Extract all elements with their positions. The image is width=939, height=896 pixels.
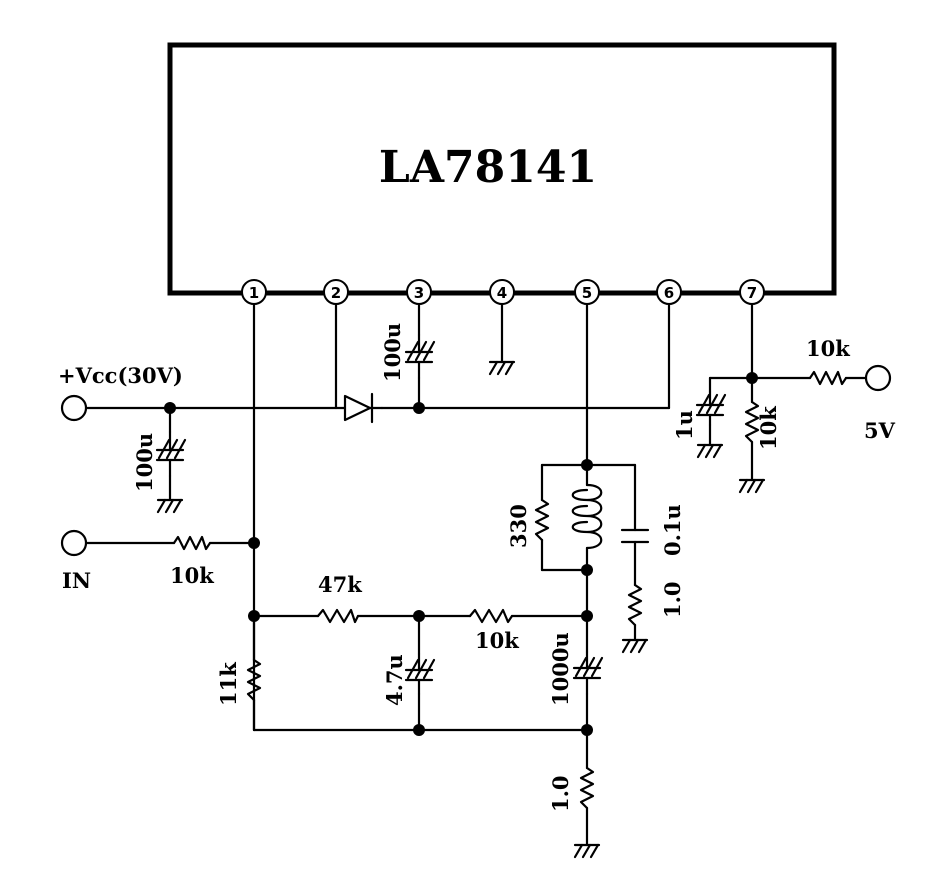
pin-4: 4 xyxy=(489,279,515,305)
label-out: 5V xyxy=(864,418,896,443)
label-r-11k: 11k xyxy=(216,662,241,706)
inductor-coil xyxy=(571,483,603,550)
resistor-10k-out xyxy=(808,370,848,386)
label-r-1-0-snub: 1.0 xyxy=(660,581,685,618)
resistor-10k-mid xyxy=(468,608,514,624)
resistor-in-10k xyxy=(172,535,212,551)
ground-bottom xyxy=(573,843,601,859)
label-r-10k-out: 10k xyxy=(806,336,850,361)
capacitor-4-7u xyxy=(404,652,436,696)
label-r-in: 10k xyxy=(170,563,214,588)
ground-pin4 xyxy=(488,360,516,376)
label-c-1u: 1u xyxy=(672,410,697,440)
resistor-330 xyxy=(534,498,550,542)
diode xyxy=(343,392,384,424)
vcc-terminal xyxy=(60,394,88,422)
svg-text:3: 3 xyxy=(414,284,424,302)
svg-text:6: 6 xyxy=(664,284,674,302)
pin-2: 2 xyxy=(323,279,349,305)
label-c-pin3: 100u xyxy=(380,323,405,382)
capacitor-vcc-100u xyxy=(155,430,187,478)
out-terminal xyxy=(864,364,892,392)
ground-snubber xyxy=(621,638,649,654)
label-c-47u: 4.7u xyxy=(382,654,407,706)
pin-6: 6 xyxy=(656,279,682,305)
pin-5: 5 xyxy=(574,279,600,305)
capacitor-pin3-100u xyxy=(404,333,436,380)
label-r-10k-pin7: 10k xyxy=(756,406,781,450)
label-c-1000u: 1000u xyxy=(548,632,573,706)
resistor-1-0-snubber xyxy=(627,583,643,627)
pin-3: 3 xyxy=(406,279,432,305)
capacitor-0-1u xyxy=(620,528,650,544)
pin-7: 7 xyxy=(739,279,765,305)
in-terminal xyxy=(60,529,88,557)
resistor-47k xyxy=(316,608,360,624)
label-in: IN xyxy=(62,568,91,593)
label-vcc: +Vcc(30V) xyxy=(58,363,183,388)
label-r-330: 330 xyxy=(506,504,531,548)
label-c-01u: 0.1u xyxy=(660,504,685,556)
resistor-11k xyxy=(246,658,262,702)
junction-dots xyxy=(164,372,758,736)
svg-text:2: 2 xyxy=(331,284,341,302)
pin-1: 1 xyxy=(241,279,267,305)
svg-text:4: 4 xyxy=(497,284,507,302)
svg-text:1: 1 xyxy=(249,284,259,302)
svg-text:7: 7 xyxy=(747,284,757,302)
label-r-10k-mid: 10k xyxy=(475,628,519,653)
ground-vcc-cap xyxy=(156,498,184,514)
label-r-1-0-bottom: 1.0 xyxy=(548,775,573,812)
ground-1u xyxy=(696,443,724,459)
ic-label: LA78141 xyxy=(379,142,597,193)
label-r-47k: 47k xyxy=(318,572,362,597)
resistor-1-0-bottom xyxy=(579,766,595,810)
label-c-vcc: 100u xyxy=(132,433,157,492)
capacitor-1u xyxy=(695,390,727,427)
resistor-10k-pin7 xyxy=(744,400,760,444)
ground-pin7-resistor xyxy=(738,478,766,494)
capacitor-1000u xyxy=(572,650,604,696)
svg-text:5: 5 xyxy=(582,284,592,302)
